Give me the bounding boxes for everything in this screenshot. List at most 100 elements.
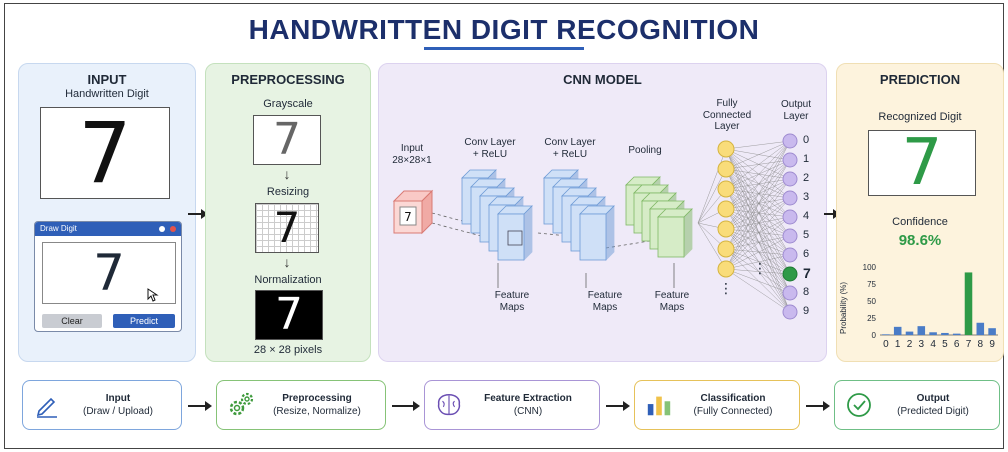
fc-neuron (717, 180, 735, 198)
flow-arrow (392, 401, 420, 411)
conv2-label: Conv Layer + ReLU (544, 137, 596, 160)
flow-step-text: Preprocessing (Resize, Normalize) (255, 392, 385, 418)
chart-x-tick-label: 8 (978, 339, 984, 350)
flow-step-title: Input (105, 393, 131, 404)
recognized-digit-label: Recognized Digit (878, 111, 962, 123)
fc-neuron (717, 240, 735, 258)
conv1-label: Conv Layer + ReLU (464, 137, 516, 160)
output-class-label: 5 (803, 229, 810, 241)
layer-shapes: 7 (392, 133, 798, 320)
clear-button[interactable]: Clear (42, 314, 102, 328)
chart-bar (976, 322, 985, 335)
chart-ylabel: Probability (%) (839, 282, 848, 334)
confidence-label: Confidence (892, 216, 948, 228)
flow-step-text: Input (Draw / Upload) (61, 392, 181, 418)
cursor-icon (147, 288, 159, 302)
resized-digit: 7 (255, 203, 319, 253)
input-header: INPUT (87, 72, 127, 87)
chart-bar (882, 334, 890, 335)
window-title-bar: Draw Digit (35, 222, 181, 236)
confidence-value: 98.6% (898, 232, 942, 249)
output-neuron (782, 152, 798, 168)
chart-x-tick-label: 2 (907, 339, 913, 350)
flow-step-subtitle: (Resize, Normalize) (273, 406, 361, 417)
resizing-label: Resizing (266, 186, 310, 198)
output-class-label: 9 (803, 305, 810, 317)
output-class-label: 7 (803, 265, 811, 281)
chart-y-tick-label: 100 (863, 263, 877, 272)
pooling-label: Pooling (628, 145, 662, 156)
chart-y-tick-label: 25 (867, 314, 876, 323)
normalized-digit: 7 (255, 290, 323, 340)
minimize-dot-icon[interactable] (159, 226, 165, 232)
chart-x-tick-label: 7 (966, 339, 972, 350)
brain-icon (435, 391, 463, 419)
fc-neuron (717, 200, 735, 218)
pen-icon (33, 391, 61, 419)
flow-step-input: Input (Draw / Upload) (22, 380, 182, 430)
flow-arrow (188, 401, 212, 411)
page-title: HANDWRITTEN DIGIT RECOGNITION (248, 14, 760, 45)
arrow-input-to-pre (188, 209, 208, 219)
output-neuron (782, 133, 798, 149)
output-class-label: 4 (803, 210, 810, 222)
chart-y-tick-label: 0 (872, 331, 877, 340)
arrow-down-icon: ↓ (283, 254, 291, 270)
input-subheader: Handwritten Digit (65, 88, 149, 100)
chart-y-tick-label: 50 (867, 297, 876, 306)
flow-step-title: Feature Extraction (484, 393, 572, 404)
flow-step-feature-extraction: Feature Extraction(CNN) (424, 380, 600, 430)
flow-step-preprocessing: Preprocessing (Resize, Normalize) (216, 380, 386, 430)
normalization-label: Normalization (254, 274, 322, 286)
title-underline (424, 47, 584, 50)
chart-x-tick-label: 6 (954, 339, 960, 350)
flow-step-classification: Classification(Fully Connected) (634, 380, 800, 430)
predict-button[interactable]: Predict (113, 314, 175, 328)
flow-step-title: Preprocessing (282, 393, 352, 404)
chart-bar (941, 332, 949, 335)
cnn-header: CNN MODEL (563, 72, 642, 87)
flow-step-subtitle: (Predicted Digit) (897, 406, 969, 417)
output-class-label: 0 (803, 134, 810, 146)
chart-bar (988, 328, 996, 335)
chart-bar (964, 272, 973, 335)
input-cube: 7 (392, 189, 434, 235)
conv1-feature-maps (461, 169, 533, 261)
output-class-label: 2 (803, 172, 810, 184)
cnn-input-label: Input (400, 143, 424, 154)
fc-neuron (717, 140, 735, 158)
flow-step-output: Output (Predicted Digit) (834, 380, 1000, 430)
feature-maps-label-3: Feature Maps (654, 290, 690, 313)
hidden-ellipsis: ⋮ (753, 260, 767, 276)
pooling-feature-maps (625, 176, 693, 258)
chart-x-tick-label: 5 (942, 339, 948, 350)
prediction-header: PREDICTION (879, 72, 961, 87)
draw-digit-window: Draw Digit 7 Clear Predict (34, 221, 182, 332)
fc-neuron (717, 260, 735, 278)
grayscale-digit: 7 (253, 115, 321, 165)
flow-step-title: Output (916, 393, 950, 404)
output-class-label: 6 (803, 248, 810, 260)
chart-x-tick-label: 0 (883, 339, 889, 350)
size-note: 28 × 28 pixels (253, 344, 323, 356)
output-neuron (782, 304, 798, 320)
flow-step-title: Classification (700, 393, 766, 404)
output-neuron (782, 190, 798, 206)
conv2-feature-maps (543, 169, 615, 261)
chart-bar (917, 326, 926, 335)
output-layer-label: Output Layer (780, 99, 812, 122)
output-class-label: 1 (803, 153, 810, 165)
close-dot-icon[interactable] (170, 226, 176, 232)
output-neuron (782, 285, 798, 301)
flow-step-subtitle: (Draw / Upload) (82, 406, 154, 417)
chart-y-tick-label: 75 (867, 280, 876, 289)
chart-bar (952, 333, 961, 335)
preprocessing-header: PREPROCESSING (231, 72, 345, 87)
fc-neuron (717, 160, 735, 178)
cnn-architecture-svg: 7 (392, 133, 798, 320)
output-neuron (782, 266, 798, 282)
fc-ellipsis: ⋮ (719, 280, 733, 296)
fc-neuron (717, 220, 735, 238)
